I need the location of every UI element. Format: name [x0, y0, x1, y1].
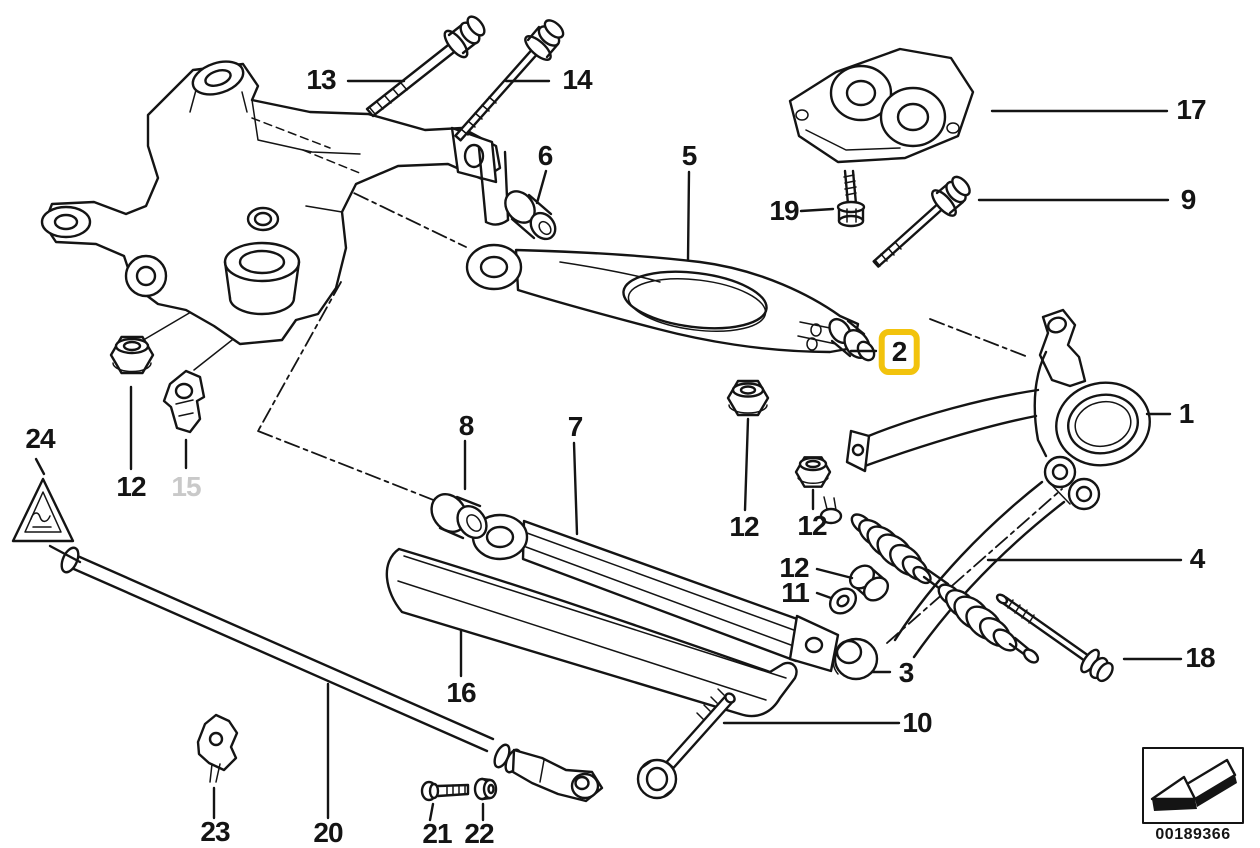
axle-carrier-drawing [40, 60, 510, 346]
part-label-12-mid[interactable]: 12 [729, 511, 759, 542]
bolt-10-drawing [636, 688, 736, 800]
bushing-3-drawing [832, 637, 879, 681]
nut-12-left-drawing [109, 335, 155, 375]
part-label-19[interactable]: 19 [769, 195, 799, 226]
bushing-6-drawing [504, 190, 557, 241]
wheel-carrier-1-drawing [819, 308, 1151, 659]
clip-15-drawing [162, 369, 206, 434]
part-label-10[interactable]: 10 [902, 707, 932, 738]
part-label-20[interactable]: 20 [313, 817, 343, 848]
screw-19-drawing [836, 169, 866, 228]
part-label-23[interactable]: 23 [200, 816, 230, 847]
part-label-11[interactable]: 11 [781, 577, 810, 608]
direction-arrow-icon [1142, 747, 1244, 824]
part-label-7[interactable]: 7 [567, 411, 584, 442]
part-label-12-link[interactable]: 12 [797, 510, 827, 541]
bolt-14-drawing [454, 19, 565, 142]
part-label-13[interactable]: 13 [306, 64, 336, 95]
part-label-14[interactable]: 14 [562, 64, 592, 95]
document-number: 00189366 [1155, 826, 1231, 843]
part-label-12-washer[interactable]: 12 [779, 552, 809, 583]
part-label-18[interactable]: 18 [1185, 642, 1215, 673]
upper-control-arm-5-drawing [465, 243, 860, 354]
bolt-13-drawing [365, 15, 486, 118]
nut-22-drawing [473, 777, 498, 801]
part-label-9[interactable]: 9 [1180, 184, 1197, 215]
part-label-6[interactable]: 6 [537, 140, 554, 171]
leader-lines [34, 79, 1183, 822]
part-label-3[interactable]: 3 [898, 657, 915, 688]
bolt-18-drawing [995, 593, 1114, 683]
output-shaft-4-drawing [850, 513, 1040, 664]
part-label-8[interactable]: 8 [458, 410, 475, 441]
part-label-2[interactable]: 2 [878, 329, 920, 375]
heat-shield-16-drawing [385, 547, 798, 718]
clip-23-drawing [196, 713, 239, 783]
part-label-21[interactable]: 21 [422, 818, 452, 848]
bolt-21-drawing [420, 780, 470, 802]
part-label-22[interactable]: 22 [464, 818, 494, 848]
part-label-17[interactable]: 17 [1176, 94, 1206, 125]
part-label-24[interactable]: 24 [25, 423, 55, 454]
part-label-5[interactable]: 5 [681, 140, 698, 171]
bushing-8-drawing [430, 493, 488, 540]
bolt-9-drawing [872, 175, 971, 268]
part-label-4[interactable]: 4 [1189, 543, 1206, 574]
part-label-15[interactable]: 15 [171, 471, 201, 502]
nut-12-link-drawing [794, 456, 832, 488]
stabilizer-bar-20-drawing [60, 546, 604, 803]
part-label-1[interactable]: 1 [1178, 398, 1195, 429]
part-label-16[interactable]: 16 [446, 677, 476, 708]
washers-12-11-drawing [828, 564, 890, 615]
nut-12-mid-drawing [726, 379, 770, 417]
part-label-12-left[interactable]: 12 [116, 471, 146, 502]
warning-triangle-24-drawing [11, 477, 75, 543]
mount-17-drawing [788, 47, 975, 164]
